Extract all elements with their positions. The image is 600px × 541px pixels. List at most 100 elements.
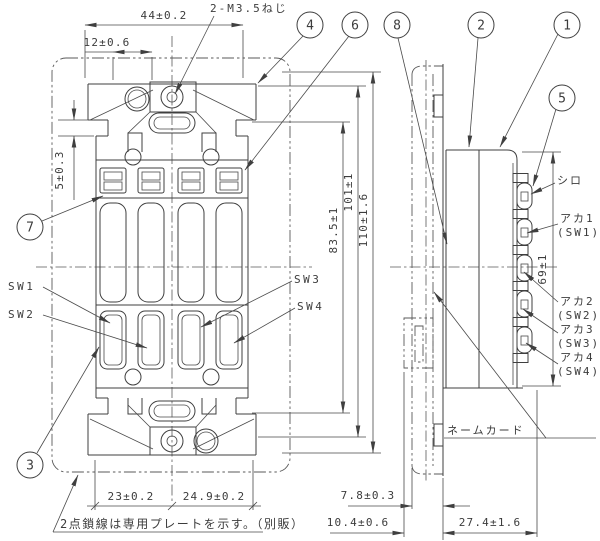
switch-button-sw3[interactable] xyxy=(177,310,205,370)
side-tab xyxy=(512,173,529,183)
bottom-mount-hole-inner xyxy=(196,431,216,451)
balloon-2-leader xyxy=(467,37,479,148)
screw-note-leader xyxy=(174,15,215,95)
top-oval-slot xyxy=(148,112,196,134)
lamp-window xyxy=(520,299,529,310)
dim-side-height: 69±1 xyxy=(522,151,561,387)
plate-note-leader xyxy=(52,474,79,533)
dim-height-inner-text: 83.5±1 xyxy=(327,207,340,254)
indicator-window-1-top xyxy=(103,171,123,181)
indicator-window-2 xyxy=(137,167,165,194)
balloon-8-leader xyxy=(397,37,448,245)
dim-height-mid: 101±1 xyxy=(258,85,366,438)
unit-hole-top-left xyxy=(124,148,142,166)
label-sw1-leader xyxy=(42,286,111,324)
dim-side-height-text: 69±1 xyxy=(536,253,549,284)
top-oval-slot-inner xyxy=(153,116,191,130)
unit-hole-bottom-right xyxy=(202,368,220,386)
dim-bottom-widths: 23±0.2 24.9±0.2 xyxy=(87,460,261,511)
rocker-handle-3[interactable] xyxy=(177,202,205,303)
indicator-window-3-top xyxy=(181,171,201,181)
lamp-window xyxy=(520,227,529,238)
unit-hole-top-right xyxy=(202,148,220,166)
dim-height-mid-text: 101±1 xyxy=(342,172,355,211)
side-rocker-sw4 xyxy=(516,326,533,354)
bottom-oval-slot-inner xyxy=(153,404,191,418)
side-tab xyxy=(512,245,529,255)
frame-hook-top xyxy=(433,94,444,118)
label-sw2-leader xyxy=(42,314,148,349)
side-tab xyxy=(512,353,529,363)
bottom-oval-slot xyxy=(148,400,196,422)
switch-button-sw2-inner xyxy=(141,314,161,366)
indicator-windows xyxy=(99,167,243,194)
dim-depth-body: 27.4±1.6 xyxy=(442,390,538,537)
label-lamp-red1-sub: (SW1) xyxy=(557,226,600,239)
label-lamp-red4-sub: (SW4) xyxy=(557,365,600,378)
dim-depth-card: 10.4±0.6 xyxy=(327,372,405,537)
label-lamp-red1: アカ1 xyxy=(560,212,595,225)
balloon-6-leader xyxy=(244,35,350,171)
top-mount-hole-inner xyxy=(127,89,147,109)
balloon-6-number: 6 xyxy=(351,19,359,34)
balloon-1-leader xyxy=(499,33,559,148)
body-top-right-edge xyxy=(446,149,518,388)
bottom-screw-area xyxy=(89,398,255,456)
label-lamp-white-leader xyxy=(530,182,556,195)
name-card-pocket-inner xyxy=(414,325,424,363)
switch-button-sw1[interactable] xyxy=(99,310,127,370)
lamp-window xyxy=(520,335,529,346)
plate-outline-front xyxy=(51,57,291,473)
side-tabs xyxy=(512,173,529,363)
side-rocker-lamp-white xyxy=(516,182,533,210)
top-screw-block xyxy=(149,81,197,113)
side-tab xyxy=(512,209,529,219)
rocker-handle-2[interactable] xyxy=(137,202,165,303)
screw-note-label: 2-M3.5ねじ xyxy=(210,2,288,15)
label-sw1: SW1 xyxy=(8,280,35,293)
indicator-window-3 xyxy=(177,167,205,194)
balloon-7-leader xyxy=(41,195,104,222)
label-lamp-red2: アカ2 xyxy=(560,295,595,308)
rocker-handles xyxy=(99,202,243,303)
switch-button-sw4-inner xyxy=(219,314,239,366)
label-lamp-red3: アカ3 xyxy=(560,323,595,336)
side-view xyxy=(390,60,560,481)
dim-bottom-left-text: 23±0.2 xyxy=(108,490,155,503)
indicator-window-4-top xyxy=(219,171,239,181)
label-sw4: SW4 xyxy=(297,300,324,313)
label-sw2: SW2 xyxy=(8,308,35,321)
switch-button-sw2[interactable] xyxy=(137,310,165,370)
label-name-card: ネームカード xyxy=(447,424,525,437)
top-screw-hole-inner xyxy=(166,91,178,103)
balloon-5-leader xyxy=(532,108,557,187)
side-rockers xyxy=(516,182,533,354)
indicator-window-1 xyxy=(99,167,127,194)
indicator-window-1-bottom xyxy=(103,181,123,191)
indicator-window-3-bottom xyxy=(181,181,201,191)
switch-body-side xyxy=(443,149,533,389)
balloon-6 xyxy=(341,11,369,39)
dimensions: 44±0.2 12±0.6 5±0.3 83.5±1 101±1 xyxy=(53,9,561,540)
dim-top-width: 44±0.2 xyxy=(84,9,244,78)
rocker-handle-1[interactable] xyxy=(99,202,127,303)
balloon-2-number: 2 xyxy=(477,19,485,34)
bottom-screw-hole-inner xyxy=(166,435,178,447)
lamp-window xyxy=(520,191,529,202)
unit-hole-bottom-left xyxy=(124,368,142,386)
side-rocker-sw3 xyxy=(516,290,533,318)
dim-depth-plate-text: 7.8±0.3 xyxy=(341,489,396,502)
label-lamp-red1-leader xyxy=(526,223,559,234)
top-step-notches xyxy=(127,132,217,152)
rocker-handle-4[interactable] xyxy=(215,202,243,303)
plate-top-return xyxy=(411,65,443,75)
balloon-8 xyxy=(383,11,411,39)
label-lamp-red4: アカ4 xyxy=(560,351,595,364)
indicator-window-4 xyxy=(215,167,243,194)
label-lamp-red3-sub: (SW3) xyxy=(557,337,600,350)
balloon-7-number: 7 xyxy=(26,221,34,236)
dim-depth-card-text: 10.4±0.6 xyxy=(327,516,390,529)
bottom-screw-block xyxy=(149,426,197,456)
side-tab xyxy=(512,317,529,327)
